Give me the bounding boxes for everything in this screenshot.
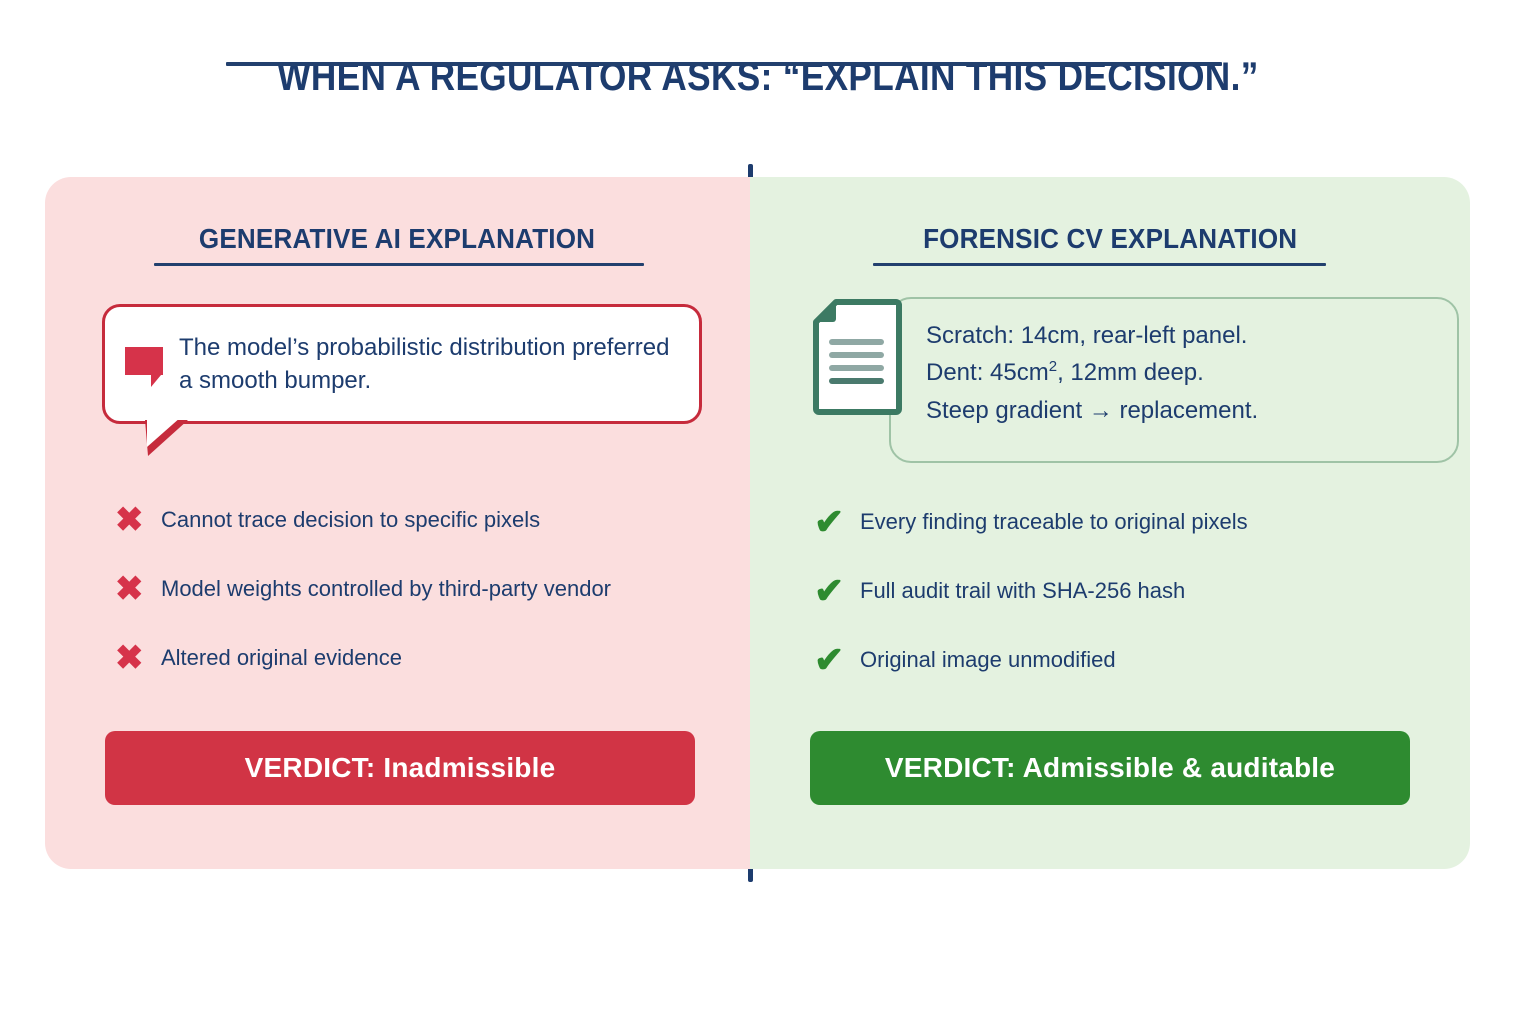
left-bullet-list: ✖ Cannot trace decision to specific pixe… xyxy=(115,485,735,692)
evidence-line: Scratch: 14cm, rear-left panel. xyxy=(926,317,1446,354)
list-item-label: Model weights controlled by third-party … xyxy=(161,575,612,601)
generative-ai-quote-text: The model’s probabilistic distribution p… xyxy=(179,333,670,394)
left-panel-heading: GENERATIVE AI EXPLANATION xyxy=(199,223,596,254)
speech-bubble-tail-inner xyxy=(147,417,181,447)
evidence-line-text-suffix: , 12mm deep. xyxy=(1057,359,1204,387)
evidence-line: Dent: 45cm2, 12mm deep. xyxy=(926,354,1446,391)
evidence-line-superscript: 2 xyxy=(1048,358,1058,376)
left-heading-wrap: GENERATIVE AI EXPLANATION xyxy=(45,223,750,255)
list-item: ✖ Cannot trace decision to specific pixe… xyxy=(115,485,735,554)
list-item-label: Original image unmodified xyxy=(860,646,1116,672)
right-heading-wrap: FORENSIC CV EXPLANATION xyxy=(750,223,1470,255)
check-mark-icon: ✔ xyxy=(814,500,845,542)
evidence-line-text: Steep gradient → replacement. xyxy=(926,396,1259,424)
chat-bubble-icon xyxy=(125,347,163,387)
document-icon xyxy=(813,299,902,415)
title-underline xyxy=(226,62,1222,66)
right-heading-underline xyxy=(873,263,1326,266)
forensic-evidence-lines: Scratch: 14cm, rear-left panel. Dent: 45… xyxy=(926,317,1446,429)
panel-forensic-cv: FORENSIC CV EXPLANATION Scratch: 14cm, r… xyxy=(750,177,1470,869)
list-item: ✔ Every finding traceable to original pi… xyxy=(814,487,1434,556)
evidence-line-text: Scratch: 14cm, rear-left panel. xyxy=(926,322,1248,349)
x-mark-icon: ✖ xyxy=(115,638,144,677)
comparison-panels: GENERATIVE AI EXPLANATION The model’s pr… xyxy=(45,177,1470,869)
evidence-line-text: Dent: 45cm xyxy=(926,359,1049,387)
list-item: ✖ Altered original evidence xyxy=(115,623,735,692)
list-item-label: Altered original evidence xyxy=(161,644,402,670)
verdict-badge-inadmissible: VERDICT: Inadmissible xyxy=(105,731,695,805)
list-item: ✖ Model weights controlled by third-part… xyxy=(115,554,735,623)
right-bullet-list: ✔ Every finding traceable to original pi… xyxy=(814,487,1434,694)
x-mark-icon: ✖ xyxy=(115,569,144,608)
list-item: ✔ Full audit trail with SHA-256 hash xyxy=(814,556,1434,625)
verdict-badge-admissible: VERDICT: Admissible & auditable xyxy=(810,731,1410,805)
generative-ai-quote-bubble: The model’s probabilistic distribution p… xyxy=(102,304,702,424)
check-mark-icon: ✔ xyxy=(814,638,845,680)
left-heading-underline xyxy=(154,263,644,266)
list-item-label: Full audit trail with SHA-256 hash xyxy=(860,577,1186,603)
x-mark-icon: ✖ xyxy=(115,500,144,539)
evidence-line: Steep gradient → replacement. xyxy=(926,392,1446,429)
panel-generative-ai: GENERATIVE AI EXPLANATION The model’s pr… xyxy=(45,177,750,869)
list-item: ✔ Original image unmodified xyxy=(814,625,1434,694)
list-item-label: Cannot trace decision to specific pixels xyxy=(161,506,541,532)
check-mark-icon: ✔ xyxy=(814,569,845,611)
right-panel-heading: FORENSIC CV EXPLANATION xyxy=(922,223,1298,254)
list-item-label: Every finding traceable to original pixe… xyxy=(860,508,1248,534)
